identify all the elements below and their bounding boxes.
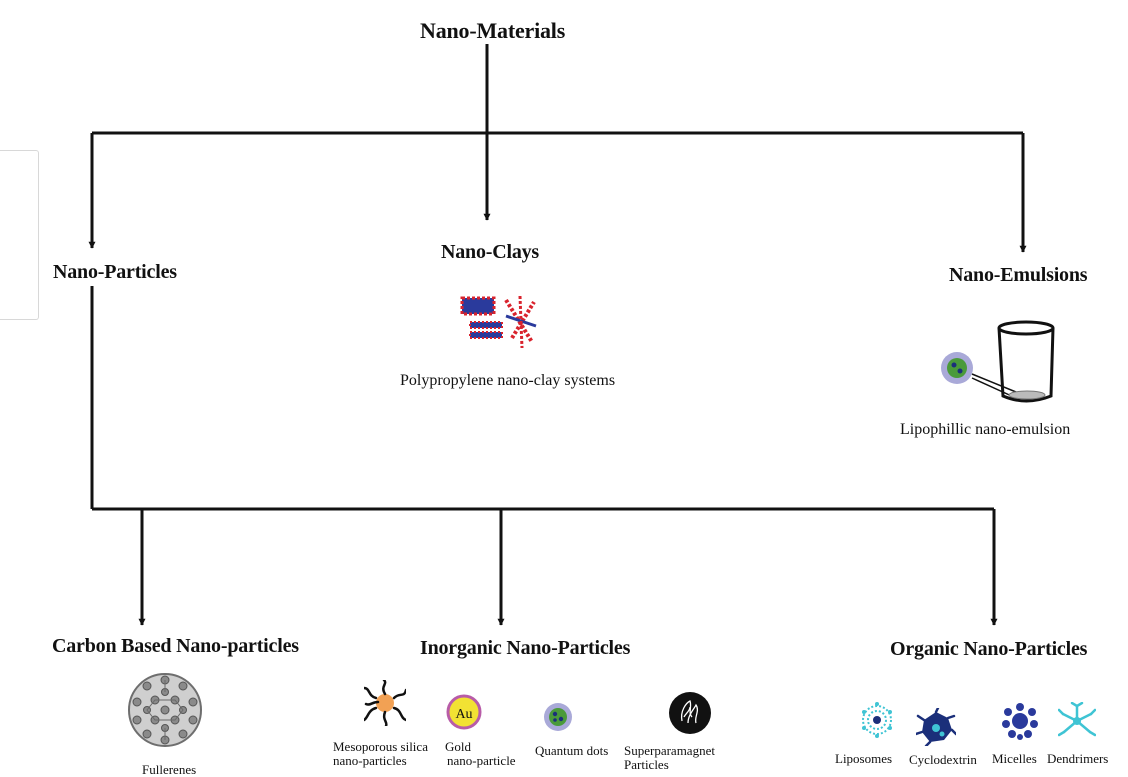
gold-symbol: Au — [455, 707, 472, 722]
node-organic: Organic Nano-Particles — [890, 638, 1088, 660]
caption-emulsion-example: Lipophillic nano-emulsion — [900, 421, 1071, 438]
caption-superparamagnetic: Superparamagnet Particles — [624, 744, 715, 772]
caption-dendrimers: Dendrimers — [1047, 751, 1109, 766]
quantum-dot-icon — [544, 703, 572, 731]
root-node: Nano-Materials — [420, 18, 566, 43]
caption-silica-line2: nano-particles — [333, 753, 407, 768]
caption-quantum-dots: Quantum dots — [535, 743, 609, 758]
node-nano-particles: Nano-Particles — [53, 261, 177, 283]
liposome-icon — [862, 702, 892, 738]
caption-silica: Mesoporous silica nano-particles — [333, 740, 428, 768]
nano-clay-icon — [460, 295, 537, 349]
caption-fullerenes: Fullerenes — [142, 762, 197, 777]
caption-gold-line2: nano-particle — [447, 753, 516, 768]
caption-superpara-line2: Particles — [624, 757, 669, 772]
caption-gold: Gold nano-particle — [445, 740, 516, 768]
dendrimer-icon — [1058, 702, 1096, 737]
superparamagnetic-particle-icon — [669, 692, 711, 734]
node-nano-emulsions: Nano-Emulsions — [949, 264, 1088, 286]
caption-liposomes: Liposomes — [835, 751, 893, 766]
nano-emulsion-icon — [941, 320, 1055, 403]
caption-micelles: Micelles — [992, 751, 1037, 766]
caption-superpara-line1: Superparamagnet — [624, 743, 715, 758]
fullerene-icon — [128, 673, 202, 747]
node-inorganic: Inorganic Nano-Particles — [420, 637, 631, 659]
node-nano-clays: Nano-Clays — [441, 241, 540, 263]
caption-cyclodextrin: Cyclodextrin — [909, 752, 977, 767]
micelle-icon — [1002, 703, 1038, 740]
cyclodextrin-icon — [916, 708, 956, 746]
caption-silica-line1: Mesoporous silica — [333, 739, 428, 754]
caption-gold-line1: Gold — [445, 739, 471, 754]
mesoporous-silica-icon — [364, 680, 406, 726]
node-carbon-based: Carbon Based Nano-particles — [52, 635, 299, 657]
side-tab-marker — [0, 150, 39, 320]
gold-nanoparticle-icon: Au — [446, 694, 482, 730]
caption-clay-example: Polypropylene nano-clay systems — [400, 372, 616, 389]
